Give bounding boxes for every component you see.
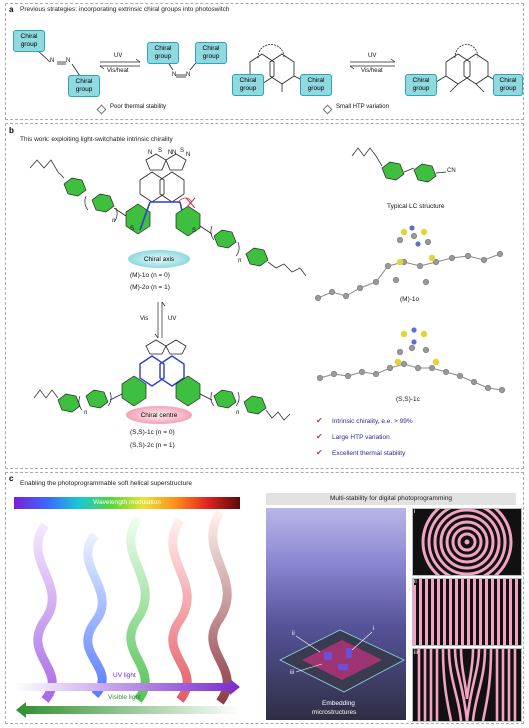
atom-label-n: N: [168, 150, 173, 156]
chiral-group-box: Chiral group: [300, 74, 332, 96]
uv-label: UV: [168, 316, 177, 322]
note-poor-thermal-stability: Poor thermal stability: [110, 104, 167, 110]
azo-n2-label: N: [66, 58, 71, 64]
chip-label-i: i: [373, 626, 375, 632]
azo-cis-n2-label: N: [186, 72, 191, 78]
atom-label-n: N: [172, 150, 177, 156]
chiral-group-box: Chiral group: [147, 42, 179, 64]
wavelength-modulation-bar: Wavelength modulation: [14, 497, 240, 509]
atom-label-s: S: [180, 148, 185, 154]
note-small-htp-variation: Small HTP variation: [336, 104, 389, 110]
panel-b-label: b: [9, 126, 14, 135]
pattern-stripes: [412, 578, 522, 646]
pattern-label-ii: ii: [414, 579, 417, 585]
repeat-n-label: n: [112, 218, 116, 224]
embedding-label: Embedding: [322, 700, 355, 707]
cn-label: CN: [447, 168, 456, 174]
arrow2-uv-label: UV: [368, 53, 377, 59]
panel-c-title: Enabling the photoprogrammable soft heli…: [20, 480, 192, 487]
compound-m1o-label: (M)-1o (n = 0): [130, 272, 170, 279]
wavelength-modulation-label: Wavelength modulation: [93, 499, 161, 506]
compound-ss2c-label: (S,S)-2c (n = 1): [130, 442, 175, 449]
panel-c-label: c: [9, 474, 14, 483]
arrow1-visheat-label: Vis/heat: [107, 68, 129, 74]
repeat-n-label: n: [236, 410, 240, 416]
chip-label-ii: ii: [292, 631, 295, 637]
chiral-group-box: Chiral group: [13, 30, 45, 52]
feature-thermal-stability: Excellent thermal stability: [332, 450, 406, 457]
pattern-label-i: i: [414, 509, 416, 515]
check-icon: ✔: [316, 432, 323, 441]
lc-structure-label: Typical LC structure: [387, 203, 445, 210]
panel-a: [5, 3, 524, 120]
atom-label-n: N: [186, 152, 191, 158]
chiral-group-box: Chiral group: [493, 74, 523, 96]
panel-a-title: Previous strategies: incorporating extri…: [20, 6, 230, 13]
azo-n1-label: N: [50, 58, 55, 64]
pattern-curved-stripes: [412, 648, 522, 722]
pattern-concentric-rings: [412, 508, 522, 576]
repeat-n-label: n: [238, 258, 242, 264]
check-icon: ✔: [316, 448, 323, 457]
microstructures-label: microstructures: [312, 709, 357, 716]
arrow2-visheat-label: Vis/heat: [361, 68, 383, 74]
atom-label-n: N: [148, 150, 153, 156]
feature-intrinsic-chirality: Intrinsic chirality, e.e. > 99%: [332, 418, 413, 425]
compound-m2o-label: (M)-2o (n = 1): [130, 284, 170, 291]
chiral-group-box: Chiral group: [68, 75, 100, 97]
chiral-centre-oval: Chiral centre: [126, 406, 192, 424]
pattern-label-iii: iii: [414, 650, 418, 656]
atom-label-s: S: [130, 226, 135, 232]
feature-large-htp: Large HTP variation: [332, 434, 390, 441]
vis-label: Vis: [140, 316, 149, 322]
chiral-axis-oval: Chiral axis: [128, 250, 190, 268]
chiral-group-box: Chiral group: [232, 74, 264, 96]
panel-b: [5, 123, 524, 469]
chiral-group-box: Chiral group: [405, 74, 437, 96]
crystal-ss1c-label: (S,S)-1c: [396, 396, 420, 403]
uv-light-label: UV light: [113, 672, 136, 679]
azo-cis-n1-label: N: [172, 72, 177, 78]
arrow1-uv-label: UV: [114, 53, 123, 59]
repeat-n-label: n: [84, 410, 88, 416]
visible-light-label: Visible light: [108, 694, 141, 701]
crystal-m1o-label: (M)-1o: [400, 296, 420, 303]
chip-label-iii: iii: [290, 670, 294, 676]
check-icon: ✔: [316, 416, 323, 425]
multi-stability-header: Multi-stability for digital photoprogram…: [266, 493, 516, 505]
panel-a-label: a: [9, 5, 14, 14]
panel-b-title: This work: exploiting light-switchable i…: [20, 136, 173, 143]
compound-ss1c-label: (S,S)-1c (n = 0): [130, 429, 175, 436]
atom-label-s: S: [158, 148, 163, 154]
atom-label-s: S: [192, 228, 197, 234]
panel-c: [5, 472, 524, 724]
chiral-group-box: Chiral group: [195, 42, 227, 64]
